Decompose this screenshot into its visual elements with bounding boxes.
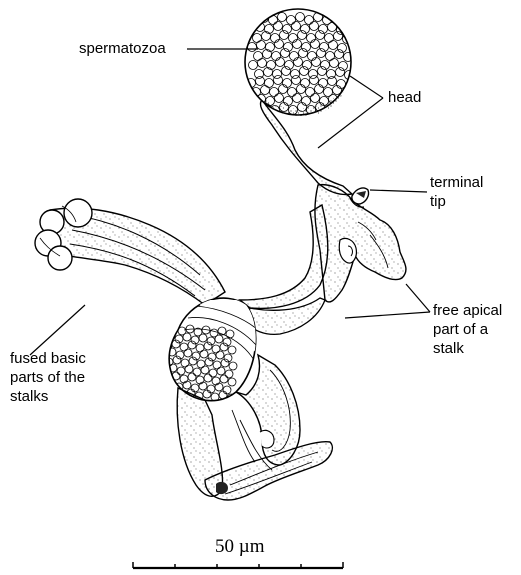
label-spermatozoa: spermatozoa: [79, 40, 166, 58]
leader-head-upper: [350, 76, 383, 98]
scale-bar: [133, 562, 343, 568]
label-terminal-tip-line1: terminal: [430, 174, 483, 192]
lower-bulb: [159, 298, 262, 402]
leader-terminal-tip: [370, 190, 427, 192]
label-free-apical-line2: part of a: [433, 321, 488, 339]
leader-free-apical-lower: [345, 312, 430, 318]
middle-stalk: [240, 205, 328, 334]
head-sac: [245, 9, 354, 116]
label-fused-basic-line1: fused basic: [10, 350, 86, 368]
label-head: head: [388, 89, 421, 107]
scale-bar-label: 50 µm: [215, 536, 264, 558]
label-terminal-tip-line2: tip: [430, 193, 446, 211]
fused-basic-stalks: [35, 199, 225, 305]
label-free-apical-line1: free apical: [433, 302, 502, 320]
leader-fused-basic: [30, 305, 85, 355]
leader-free-apical-upper: [406, 284, 430, 312]
label-fused-basic-line3: stalks: [10, 388, 48, 406]
label-free-apical-line3: stalk: [433, 340, 464, 358]
label-fused-basic-line2: parts of the: [10, 369, 85, 387]
